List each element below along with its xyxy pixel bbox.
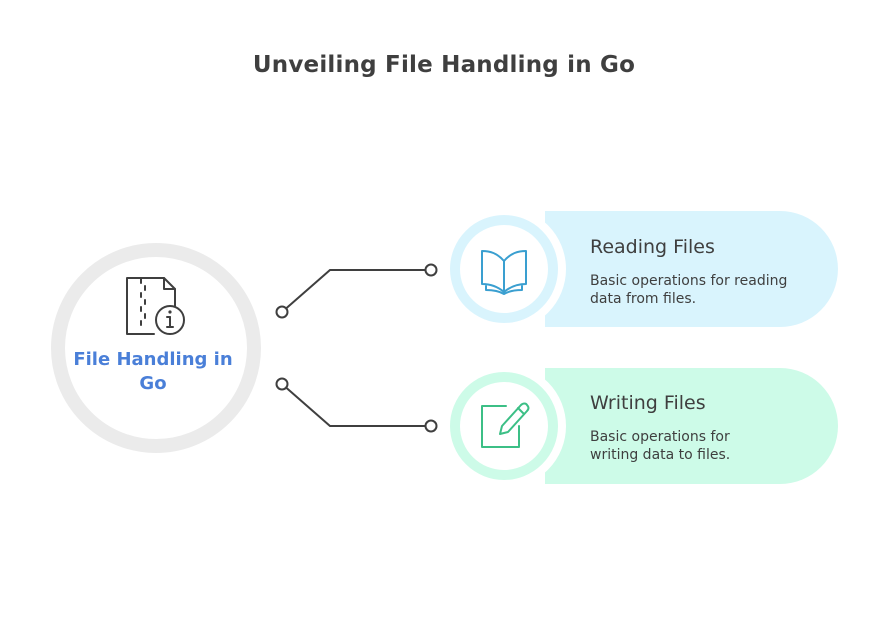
connector-dot-hub-top [275,305,289,319]
branch-reading-description: Basic operations for reading data from f… [590,273,788,307]
connector-writing [281,383,431,427]
zip-file-info-icon [126,277,185,335]
branch-writing-icon-disc [460,382,548,470]
connector-dot-reading [424,263,438,277]
connector-reading [281,269,431,313]
branch-writing-shape [442,364,838,488]
hub-ring [51,243,261,453]
branch-writing-pill [545,368,838,484]
connector-dot-writing [424,419,438,433]
connector-dot-hub-bottom [275,377,289,391]
open-book-icon [481,250,527,295]
branch-reading-pill [545,211,838,327]
hub-label: File Handling in Go [73,349,233,394]
branch-reading-shape [442,207,838,331]
branch-writing-title: Writing Files [590,392,706,414]
branch-writing-description: Basic operations for writing data to fil… [590,429,731,463]
diagram-title: Unveiling File Handling in Go [252,52,636,78]
pencil-square-icon [481,402,530,448]
branch-reading-title: Reading Files [590,236,715,258]
